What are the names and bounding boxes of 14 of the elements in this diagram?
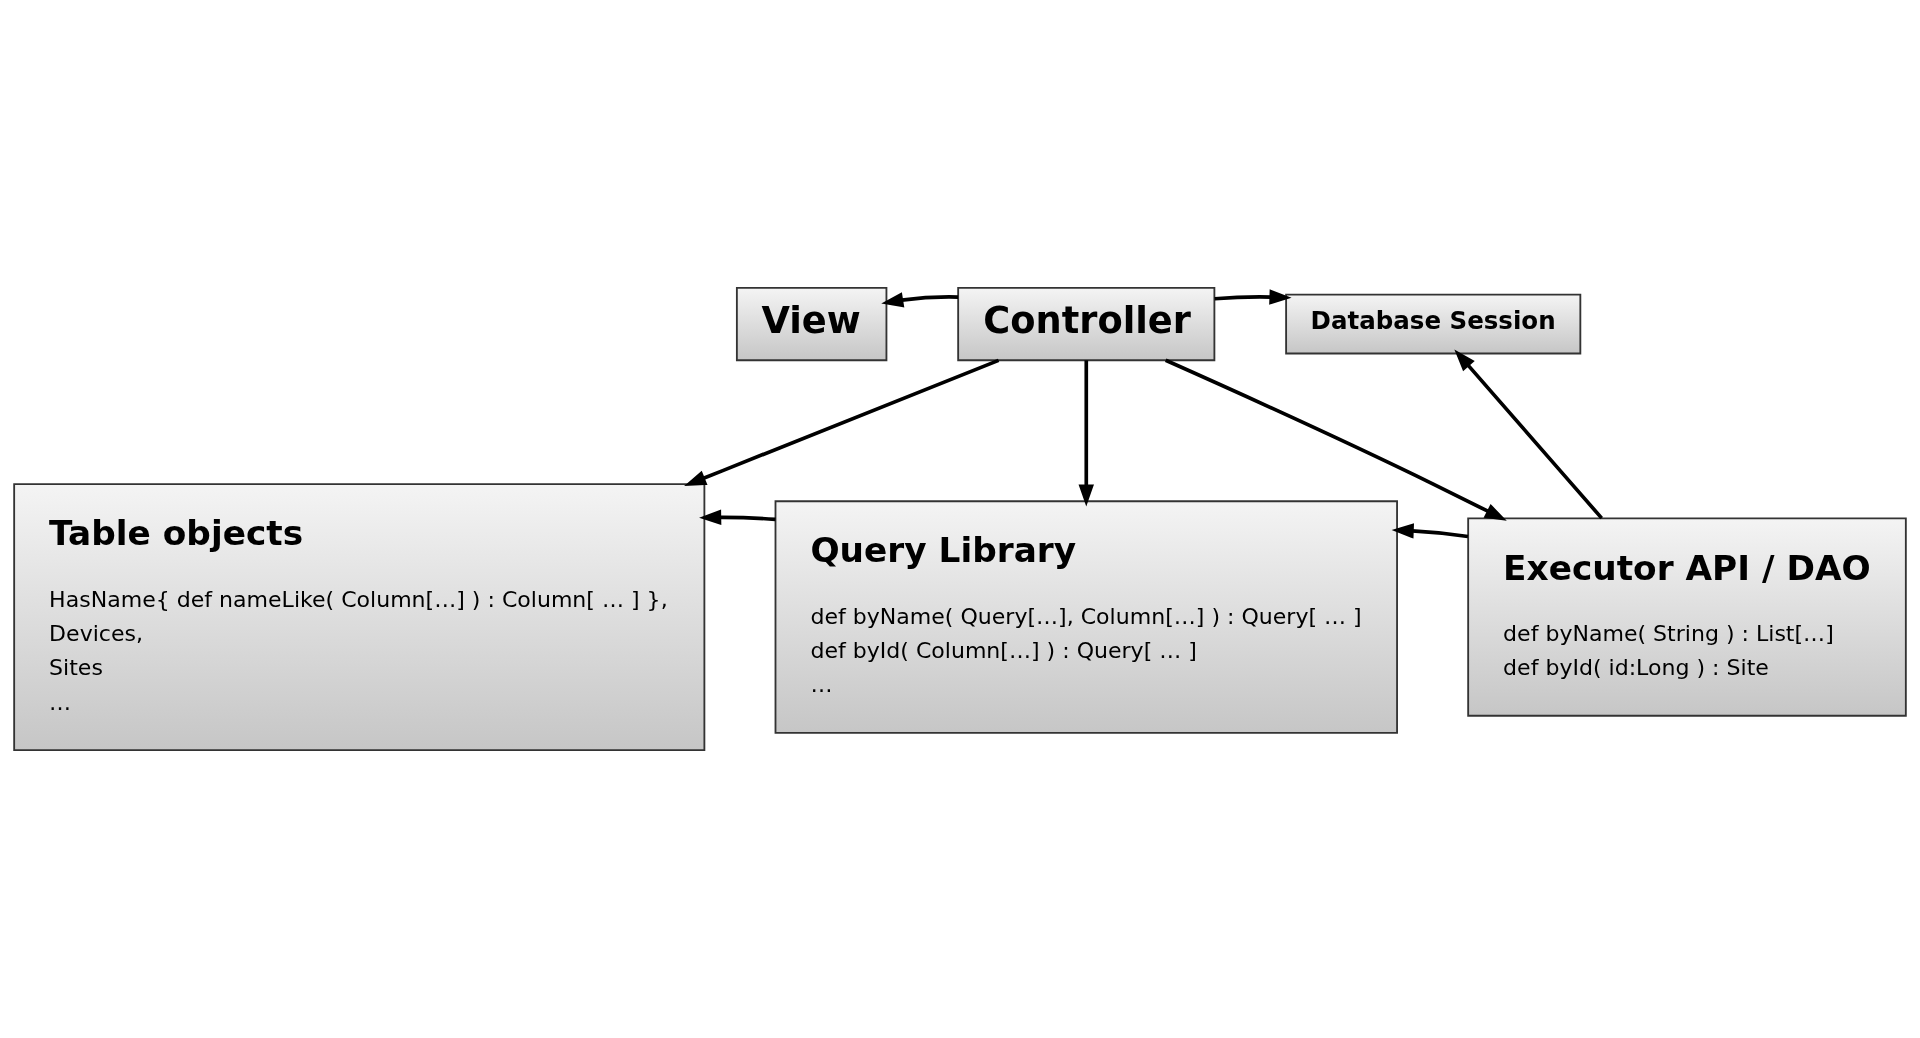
arrow [684, 358, 1000, 487]
node-box: Database Session [1285, 293, 1582, 355]
node-box: Executor API / DAO def byName( String ) : List[…] def byId( id:Long ) : Site [1467, 517, 1907, 717]
node-box: Controller [957, 286, 1216, 362]
node-box: View [735, 286, 888, 362]
arrow [1214, 289, 1292, 305]
arrow [1078, 360, 1094, 507]
node-box: Query Library def byName( Query[…], Column[…] ) : Query[ … ] def byId( Column[…] ) : Query[ … ] … [774, 500, 1398, 734]
arrow [1164, 358, 1507, 521]
arrow [699, 509, 776, 526]
arrow [1454, 349, 1603, 520]
arrow [881, 292, 959, 308]
node-box: Table objects HasName{ def nameLike( Column[…] ) : Column[ … ] }, Devices, Sites … [13, 483, 706, 751]
arrow [1391, 523, 1469, 539]
